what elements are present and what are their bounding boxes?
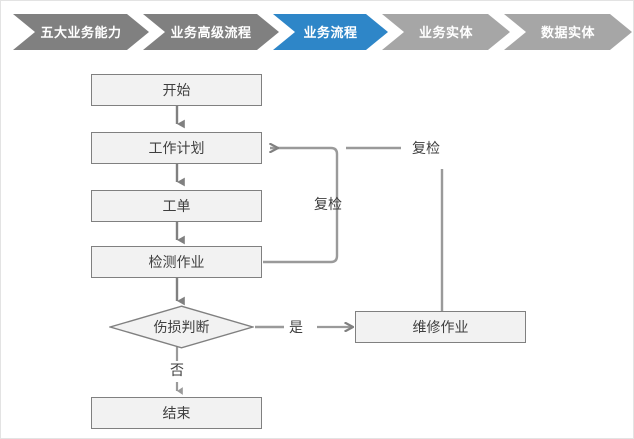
edge-label-no: 否 <box>170 362 184 378</box>
breadcrumb-chevrons <box>13 14 632 50</box>
crumb-shape-1 <box>143 14 279 50</box>
node-start[interactable]: 开始 <box>91 74 262 106</box>
node-repair-label: 维修作业 <box>412 319 469 335</box>
breadcrumb: 五大业务能力 业务高级流程 业务流程 业务实体 数据实体 <box>1 14 633 50</box>
breadcrumb-item-4[interactable]: 数据实体 <box>504 14 632 50</box>
breadcrumb-item-2-label: 业务流程 <box>303 24 358 40</box>
breadcrumb-item-3[interactable]: 业务实体 <box>382 14 510 50</box>
breadcrumb-item-1[interactable]: 业务高级流程 <box>143 14 279 50</box>
breadcrumb-item-0-label: 五大业务能力 <box>40 24 122 40</box>
edge-label-yes: 是 <box>289 319 303 335</box>
node-workplan[interactable]: 工作计划 <box>91 132 262 164</box>
node-workorder-label: 工单 <box>162 198 191 214</box>
node-end[interactable]: 结束 <box>91 397 262 429</box>
node-inspect[interactable]: 检测作业 <box>91 246 262 278</box>
node-decision-label: 伤损判断 <box>153 319 210 335</box>
crumb-shape-4 <box>504 14 632 50</box>
edge-label-recheck-inner: 复检 <box>314 196 342 212</box>
node-inspect-label: 检测作业 <box>148 254 205 270</box>
node-workplan-label: 工作计划 <box>148 140 205 156</box>
node-workorder[interactable]: 工单 <box>91 190 262 222</box>
crumb-shape-3 <box>382 14 510 50</box>
breadcrumb-item-2[interactable]: 业务流程 <box>273 14 388 50</box>
edge-inspect-recheck-to-workplan <box>263 148 339 264</box>
breadcrumb-item-3-label: 业务实体 <box>418 24 473 40</box>
diamond-shape <box>109 305 254 349</box>
breadcrumb-item-0[interactable]: 五大业务能力 <box>13 14 149 50</box>
crumb-shape-0 <box>13 14 149 50</box>
breadcrumb-item-4-label: 数据实体 <box>540 24 595 40</box>
breadcrumb-item-1-label: 业务高级流程 <box>170 24 252 40</box>
edge-label-recheck-outer: 复检 <box>412 140 440 156</box>
node-repair[interactable]: 维修作业 <box>355 311 526 343</box>
node-end-label: 结束 <box>162 405 191 421</box>
node-decision[interactable]: 伤损判断 <box>109 305 254 349</box>
crumb-shape-2 <box>273 14 388 50</box>
node-start-label: 开始 <box>162 82 191 98</box>
